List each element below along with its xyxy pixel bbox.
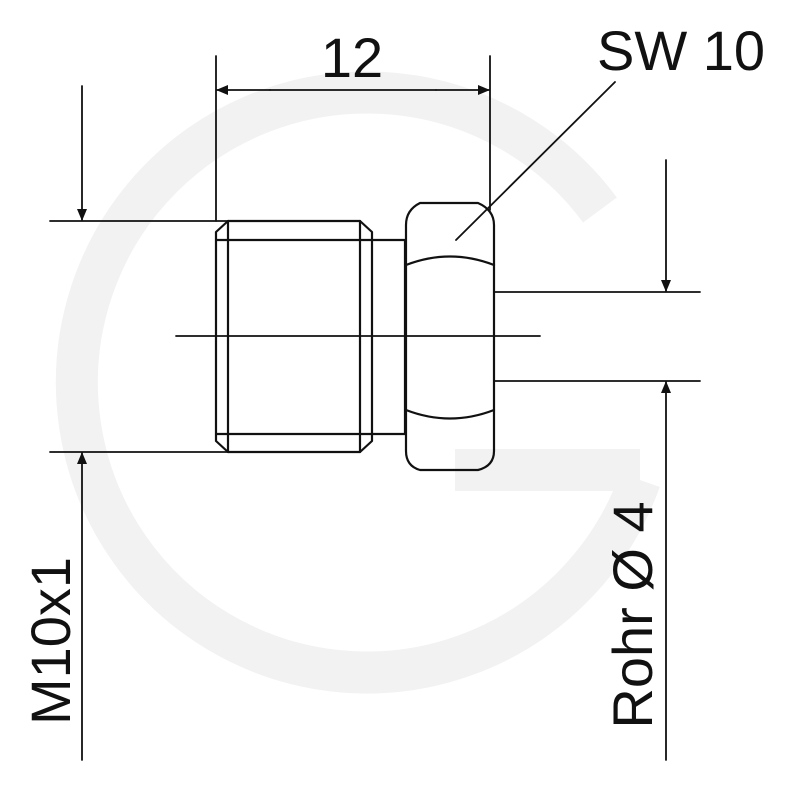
hex-collar <box>404 201 496 472</box>
length-label: 12 <box>321 26 383 89</box>
pipe-diameter-label: Rohr Ø 4 <box>601 501 664 728</box>
extension-lines <box>49 55 701 453</box>
wrench-leader-line <box>455 81 616 241</box>
wrench-size-label: SW 10 <box>597 19 765 82</box>
dimension-lines <box>77 81 671 761</box>
watermark-logo <box>55 71 660 694</box>
undercut-groove <box>370 238 407 436</box>
thread-size-label: M10x1 <box>19 557 82 725</box>
